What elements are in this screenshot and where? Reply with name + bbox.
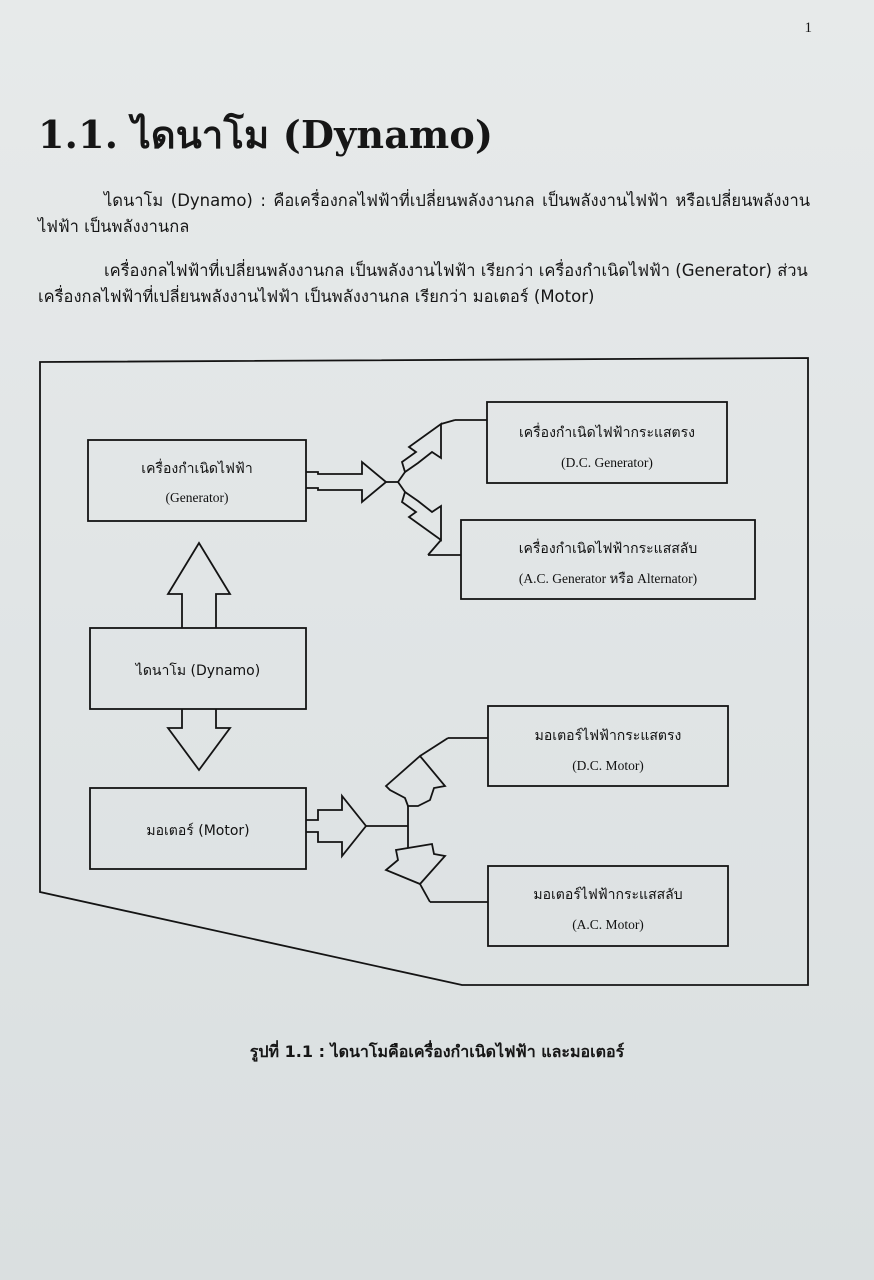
dc-generator-sub: (D.C. Generator) (561, 455, 653, 470)
dynamo-label: ไดนาโม (Dynamo) (135, 662, 260, 679)
dynamo-box (89, 627, 307, 710)
up-arrow (166, 541, 232, 628)
diagram-frame (39, 357, 809, 986)
dc-motor-sub: (D.C. Motor) (572, 758, 644, 773)
paragraph-types: เครื่องกลไฟฟ้าที่เปลี่ยนพลังงานกล เป็นพล… (38, 261, 808, 306)
dc-generator-box (486, 401, 728, 484)
generator-label: เครื่องกำเนิดไฟฟ้า (141, 459, 252, 477)
generator-right-arrow (306, 460, 388, 504)
dc-generator-arrow (400, 422, 442, 474)
generator-box (87, 439, 307, 522)
page-number: 1 (804, 20, 813, 36)
down-arrow (166, 709, 232, 772)
ac-motor-box (487, 865, 729, 947)
section-heading: 1.1. ไดนาโม (Dynamo) (38, 112, 494, 157)
dc-motor-box (487, 705, 729, 787)
dc-motor-label: มอเตอร์ไฟฟ้ากระแสตรง (535, 727, 682, 744)
dc-generator-label: เครื่องกำเนิดไฟฟ้ากระแสตรง (519, 423, 695, 441)
paragraph-definition: ไดนาโม (Dynamo) : คือเครื่องกลไฟฟ้าที่เป… (38, 191, 810, 236)
figure-caption: รูปที่ 1.1 : ไดนาโมคือเครื่องกำเนิดไฟฟ้า… (249, 1042, 625, 1061)
ac-motor-label: มอเตอร์ไฟฟ้ากระแสสลับ (533, 886, 682, 903)
motor-box (89, 787, 307, 870)
motor-right-arrow (306, 793, 368, 859)
ac-motor-sub: (A.C. Motor) (572, 917, 644, 932)
motor-label: มอเตอร์ (Motor) (146, 822, 249, 839)
ac-generator-sub: (A.C. Generator หรือ Alternator) (519, 571, 697, 586)
ac-generator-label: เครื่องกำเนิดไฟฟ้ากระแสสลับ (519, 539, 698, 557)
ac-generator-box (460, 519, 756, 600)
ac-generator-arrow (400, 490, 442, 542)
ac-motor-arrow (384, 842, 447, 886)
generator-sub: (Generator) (166, 490, 229, 505)
dc-motor-arrow (384, 754, 447, 807)
